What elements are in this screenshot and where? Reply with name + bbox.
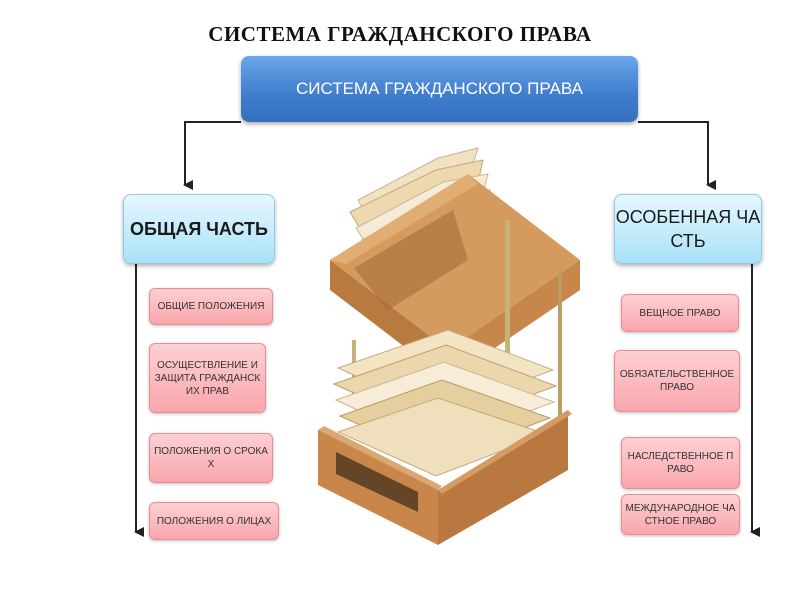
leaf-persons: ПОЛОЖЕНИЯ О ЛИЦАХ [149,502,279,540]
lower-tray-icon [318,410,572,545]
branch-special-part: ОСОБЕННАЯ ЧАСТЬ [614,194,762,264]
branch-general-part: ОБЩАЯ ЧАСТЬ [123,194,275,264]
lower-papers-icon [332,329,558,477]
leaf-inheritance-law: НАСЛЕДСТВЕННОЕ ПРАВО [621,437,740,489]
rod-icon-2 [558,270,562,460]
leaf-general-provisions: ОБЩИЕ ПОЛОЖЕНИЯ [149,288,273,325]
leaf-terms: ПОЛОЖЕНИЯ О СРОКАХ [149,433,273,483]
connector-left [183,121,241,190]
leaf-private-international-law: МЕЖДУНАРОДНОЕ ЧАСТНОЕ ПРАВО [621,494,740,535]
leaf-obligation-law: ОБЯЗАТЕЛЬСТВЕННОЕПРАВО [614,350,740,412]
document-trays-image [318,147,580,545]
connector-right [638,121,716,190]
page-title: СИСТЕМА ГРАЖДАНСКОГО ПРАВА [208,22,592,46]
leaf-exercise-protection: ОСУЩЕСТВЛЕНИЕ И ЗАЩИТА ГРАЖДАНСКИХ ПРАВ [149,343,266,413]
leaf-property-law: ВЕЩНОЕ ПРАВО [621,294,739,332]
rod-icon-1 [505,220,510,450]
root-node: СИСТЕМА ГРАЖДАНСКОГО ПРАВА [241,56,638,122]
